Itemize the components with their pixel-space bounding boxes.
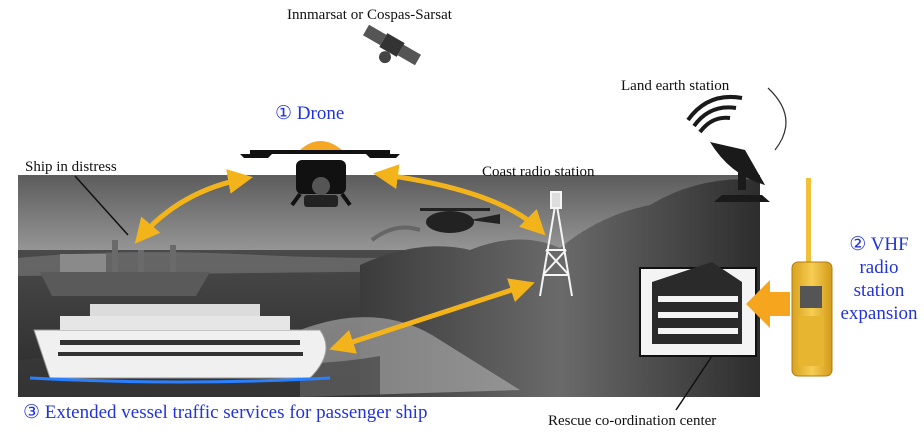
vhf-label-line-1: ② VHF [849, 234, 909, 255]
drone-icon [240, 141, 400, 207]
rescue-center-label: Rescue co-ordination center [548, 413, 717, 429]
satellite-icon [363, 24, 421, 66]
ship-in-distress-icon [40, 240, 210, 296]
link-tower-cruise [329, 278, 535, 354]
satellite-label: Innmarsat or Cospas-Sarsat [287, 7, 452, 23]
vhf-link-arrow [746, 280, 790, 328]
ship-in-distress-label: Ship in distress [25, 159, 117, 175]
satellite-dish-icon [686, 95, 770, 202]
link-drone-ship [134, 169, 253, 244]
radio-tower-icon [539, 191, 573, 297]
vhf-label-line-3: station [853, 280, 905, 301]
vhf-label-line-4: expansion [840, 303, 918, 324]
land-station-leader-line [767, 87, 787, 151]
cruise-ship-icon [29, 304, 331, 384]
land-earth-station-label: Land earth station [621, 78, 730, 94]
vhf-radio-icon [791, 178, 833, 377]
vhf-label-line-2: radio [859, 257, 899, 278]
ship-leader-line [74, 175, 129, 236]
rescue-center-building-icon [639, 262, 757, 357]
vhf-expansion-label: ② VHF radio station expansion [834, 233, 924, 325]
coast-radio-station-label: Coast radio station [482, 164, 595, 180]
drone-label: ① Drone [275, 103, 345, 124]
link-drone-tower [373, 164, 546, 236]
rescue-center-leader-line [675, 355, 713, 411]
vts-label: ③ Extended vessel traffic services for p… [23, 402, 428, 423]
